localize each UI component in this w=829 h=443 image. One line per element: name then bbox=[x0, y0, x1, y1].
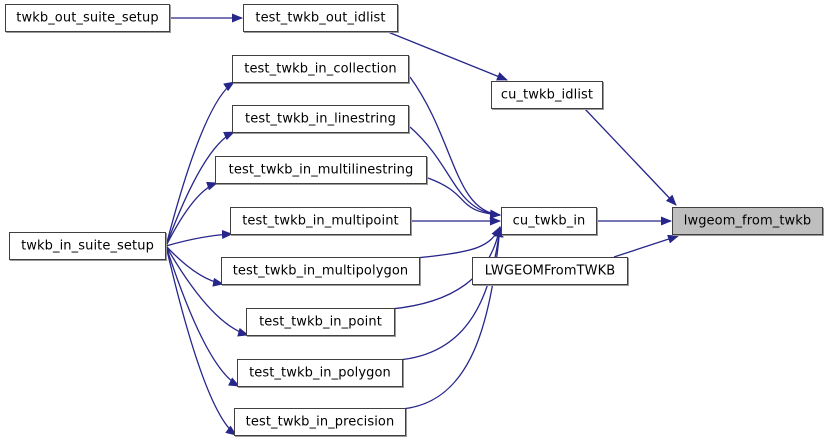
graph-node-label: test_twkb_in_point bbox=[259, 314, 382, 329]
graph-node-label: test_twkb_in_linestring bbox=[245, 111, 396, 126]
graph-node-label: cu_twkb_idlist bbox=[500, 87, 594, 102]
graph-node-label: twkb_out_suite_setup bbox=[16, 10, 159, 25]
graph-node-label: twkb_in_suite_setup bbox=[21, 238, 154, 253]
graph-node-label: lwgeom_from_twkb bbox=[683, 213, 812, 228]
edge-twkb_in_suite_setup-to-test_twkb_in_multilinestring bbox=[165, 181, 218, 247]
graph-node-label: LWGEOMFromTWKB bbox=[484, 263, 616, 278]
graph-node-twkb_in_suite_setup[interactable]: twkb_in_suite_setup bbox=[9, 232, 166, 260]
graph-node-label: test_twkb_in_polygon bbox=[249, 365, 391, 380]
graph-node-LWGEOMFromTWKB[interactable]: LWGEOMFromTWKB bbox=[472, 257, 628, 285]
edge-twkb_in_suite_setup-to-test_twkb_in_multipoint bbox=[165, 229, 233, 247]
graph-node-label: test_twkb_in_multilinestring bbox=[228, 162, 414, 177]
graph-node-label: test_twkb_in_precision bbox=[245, 414, 395, 429]
graph-node-test_twkb_in_linestring[interactable]: test_twkb_in_linestring bbox=[232, 105, 409, 133]
graph-node-test_twkb_in_precision[interactable]: test_twkb_in_precision bbox=[234, 408, 406, 436]
graph-node-test_twkb_out_idlist[interactable]: test_twkb_out_idlist bbox=[243, 4, 398, 32]
graph-node-test_twkb_in_collection[interactable]: test_twkb_in_collection bbox=[232, 55, 409, 83]
graph-node-test_twkb_in_multipoint[interactable]: test_twkb_in_multipoint bbox=[230, 207, 411, 235]
graph-node-test_twkb_in_multipolygon[interactable]: test_twkb_in_multipolygon bbox=[221, 257, 420, 285]
graph-node-lwgeom_from_twkb[interactable]: lwgeom_from_twkb bbox=[672, 207, 823, 235]
edge-test_twkb_in_collection-to-cu_twkb_in bbox=[409, 76, 501, 219]
edge-twkb_in_suite_setup-to-test_twkb_in_multipolygon bbox=[165, 245, 224, 287]
graph-node-label: cu_twkb_in bbox=[512, 213, 586, 228]
edge-test_twkb_in_precision-to-cu_twkb_in bbox=[401, 226, 504, 410]
edge-twkb_in_suite_setup-to-test_twkb_in_linestring bbox=[165, 131, 235, 247]
graph-node-label: test_twkb_in_multipolygon bbox=[232, 263, 409, 278]
graph-node-test_twkb_in_multilinestring[interactable]: test_twkb_in_multilinestring bbox=[215, 156, 427, 184]
graph-node-cu_twkb_in[interactable]: cu_twkb_in bbox=[501, 207, 597, 235]
graph-node-test_twkb_in_point[interactable]: test_twkb_in_point bbox=[246, 308, 395, 336]
edge-LWGEOMFromTWKB-to-lwgeom_from_twkb bbox=[613, 234, 679, 258]
graph-node-label: test_twkb_in_multipoint bbox=[242, 213, 399, 228]
edge-cu_twkb_idlist-to-lwgeom_from_twkb bbox=[584, 108, 677, 206]
graph-node-label: test_twkb_in_collection bbox=[244, 61, 397, 76]
graph-node-label: test_twkb_out_idlist bbox=[255, 10, 386, 25]
graph-node-test_twkb_in_polygon[interactable]: test_twkb_in_polygon bbox=[237, 359, 403, 387]
edge-test_twkb_in_polygon-to-cu_twkb_in bbox=[398, 226, 504, 361]
edge-test_twkb_in_multilinestring-to-cu_twkb_in bbox=[427, 177, 501, 219]
graph-node-twkb_out_suite_setup[interactable]: twkb_out_suite_setup bbox=[5, 4, 170, 32]
edge-test_twkb_in_multipolygon-to-cu_twkb_in bbox=[415, 226, 501, 259]
graph-node-cu_twkb_idlist[interactable]: cu_twkb_idlist bbox=[491, 81, 603, 109]
